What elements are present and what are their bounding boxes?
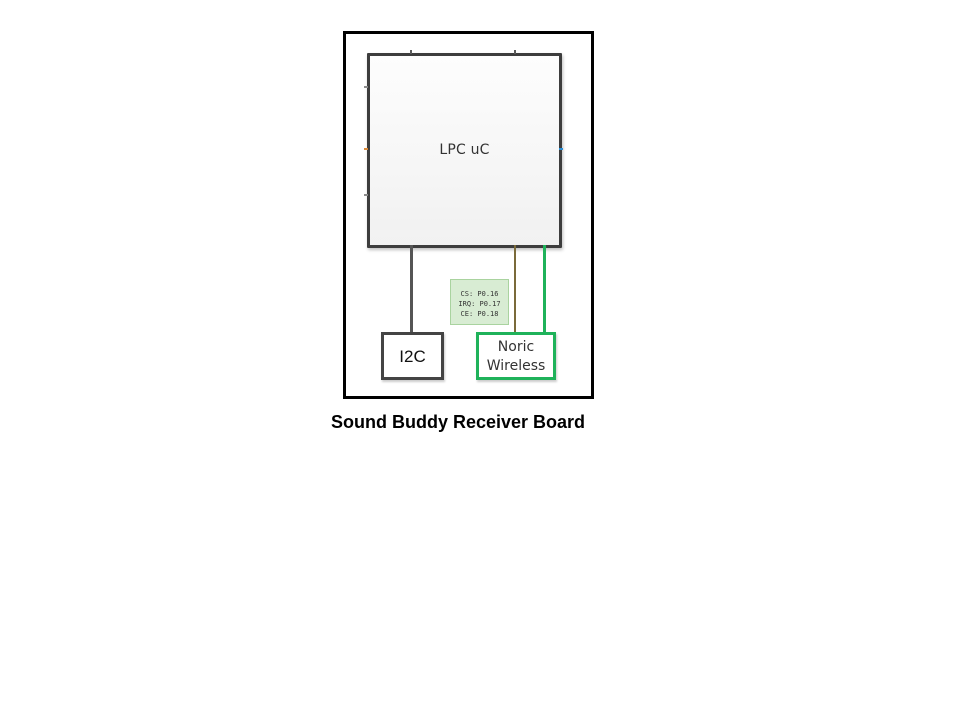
- mcu-left-pin-2: [364, 148, 368, 150]
- i2c-block: I2C: [381, 332, 444, 380]
- mcu-right-pin: [559, 148, 563, 150]
- pin-note-cs: CS: P0.16: [460, 290, 499, 298]
- wireless-pin-assignment-note: CS: P0.16 IRQ: P0.17 CE: P0.18: [450, 279, 509, 325]
- mcu-top-pin-right: [514, 50, 516, 54]
- diagram-caption: Sound Buddy Receiver Board: [330, 412, 586, 432]
- pin-note-irq: IRQ: P0.17: [458, 300, 501, 308]
- mcu-label: LPC uC: [439, 142, 490, 158]
- mcu-top-pin-left: [410, 50, 412, 54]
- i2c-label: I2C: [399, 347, 426, 366]
- mcu-left-pin-1: [364, 86, 368, 88]
- wireless-label-line-2: Wireless: [486, 358, 546, 374]
- pin-note-ce: CE: P0.18: [460, 310, 499, 318]
- wire-mcu-to-wireless-spi: [514, 245, 516, 333]
- wire-mcu-to-wireless-power: [543, 245, 546, 333]
- lpc-microcontroller-block: LPC uC: [367, 53, 562, 248]
- wireless-label-line-1: Noric: [497, 339, 535, 355]
- mcu-left-pin-3: [364, 194, 368, 196]
- wire-mcu-to-i2c: [410, 245, 413, 333]
- wireless-label: Noric Wireless: [479, 338, 553, 376]
- noric-wireless-block: Noric Wireless: [476, 332, 556, 380]
